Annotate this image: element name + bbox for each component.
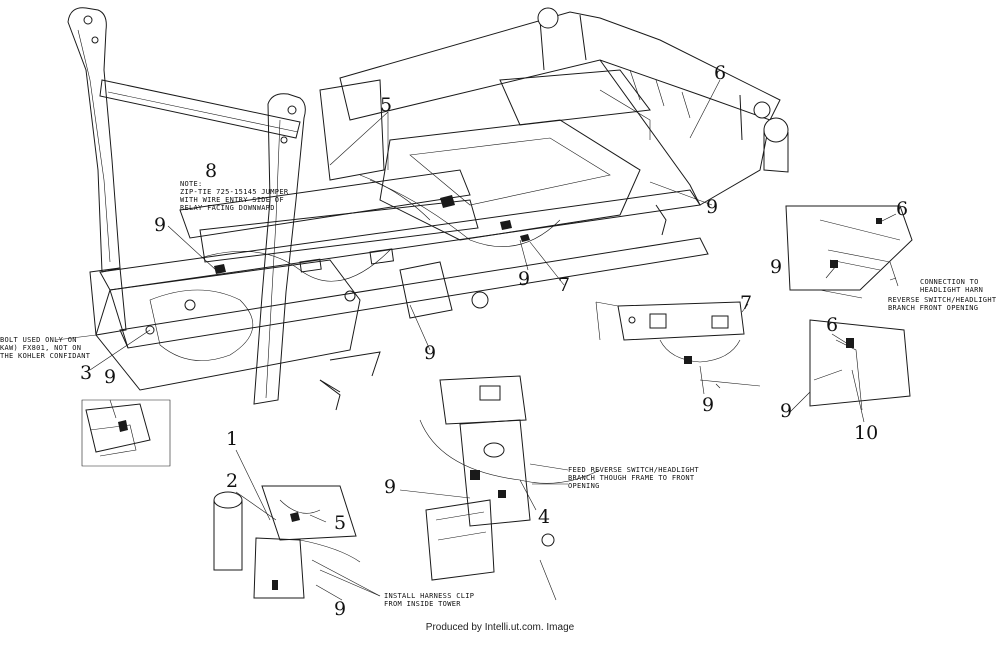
note-feed-reverse: FEED REVERSE SWITCH/HEADLIGHT BRANCH THO… [568,466,699,490]
callout-9-detail-tower: 9 [334,598,347,620]
callout-7-main: 7 [558,274,571,296]
callout-7-detail: 7 [740,292,753,314]
callout-5-main: 5 [380,94,393,116]
note-reverse-switch: REVERSE SWITCH/HEADLIGHT BRANCH FRONT OP… [888,296,997,312]
callout-9-detail-right-lower: 9 [780,400,793,422]
note-headlight-harn: CONNECTION TO HEADLIGHT HARN [920,278,984,294]
note-bolt: BOLT USED ONLY ON KAW) FX801, NOT ON THE… [0,336,91,360]
callout-4: 4 [538,506,551,528]
detail-view-center [399,375,601,601]
leader-lines [55,79,721,371]
callout-8: 8 [205,160,218,182]
callout-6-detail-lower: 6 [826,314,839,336]
footer-caption: Produced by Intelli.ut.com. Image [425,622,575,633]
callout-9-detail-right-middle: 9 [702,394,715,416]
detail-view-tower [213,449,381,601]
callout-1: 1 [226,428,239,450]
callout-6-main: 6 [714,62,727,84]
callout-9-detail-right-upper: 9 [770,256,783,278]
callout-3: 3 [80,362,93,384]
detail-view-right-upper [785,205,913,299]
callout-9-frame-right: 9 [706,196,719,218]
callout-6-detail-upper: 6 [896,198,909,220]
callout-9-frame-bottom: 9 [424,342,437,364]
callout-2: 2 [226,470,239,492]
callout-9-frame-center: 9 [518,268,531,290]
detail-view-right-lower [789,319,911,423]
callout-9-detail-center: 9 [384,476,397,498]
callout-10: 10 [854,422,879,444]
callout-9-frame-left: 9 [154,214,167,236]
detail-view-right-middle [595,301,761,395]
note-zip-tie: NOTE: ZIP-TIE 725-15145 JUMPER WITH WIRE… [180,180,289,212]
callout-9-detail-left: 9 [104,366,117,388]
detail-view-left [81,399,171,467]
callout-5-detail: 5 [334,512,347,534]
main-frame-lineart [67,7,789,411]
note-harness-clip: INSTALL HARNESS CLIP FROM INSIDE TOWER [384,592,475,608]
